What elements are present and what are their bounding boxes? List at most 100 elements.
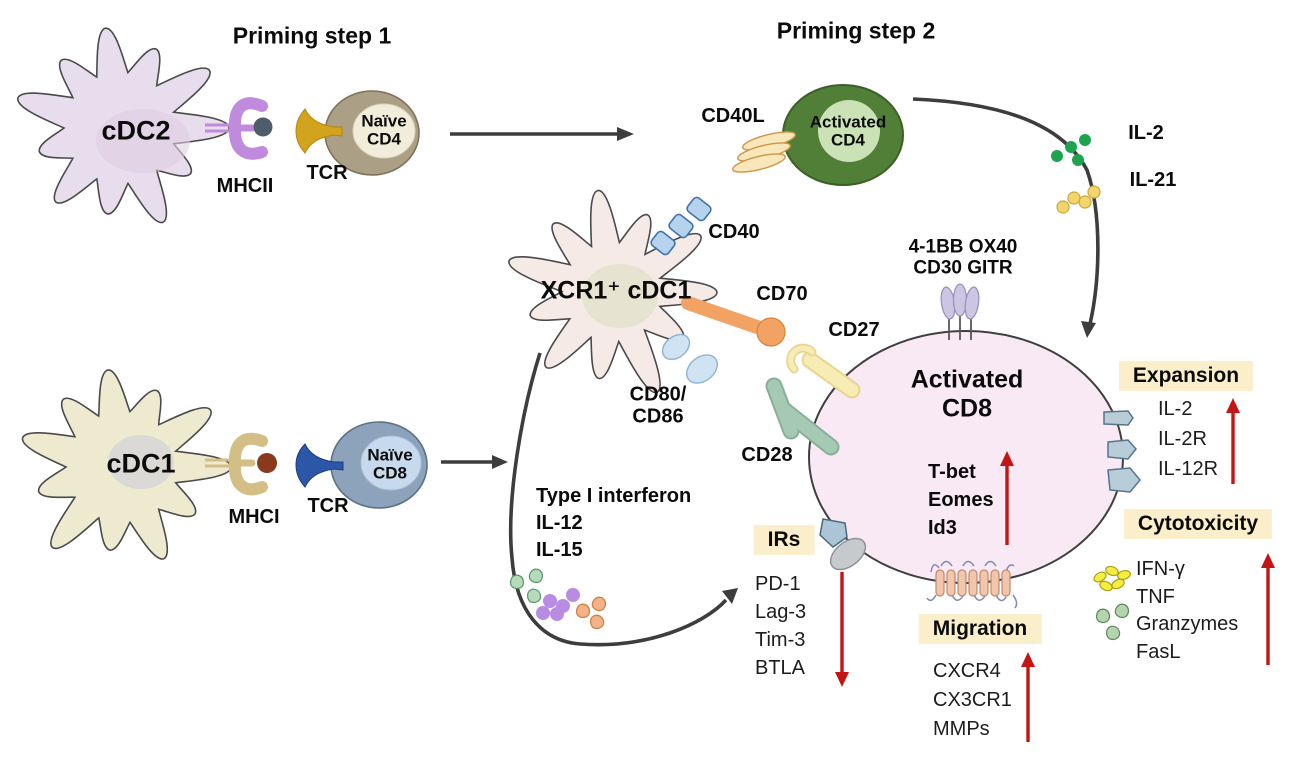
priming-step1-title: Priming step 1 (232, 22, 392, 49)
tcr-cd8-label: TCR (307, 495, 349, 518)
cd70-label: CD70 (756, 283, 808, 306)
cdc1-label: cDC1 (106, 448, 176, 479)
cytotoxicity-item: TNF (1136, 585, 1175, 608)
priming-step2-title: Priming step 2 (776, 17, 936, 44)
activated-cd4-line2: CD4 (830, 131, 865, 150)
dc-cytokine-line1: Type I interferon (536, 485, 692, 507)
migration-item: MMPs (933, 718, 990, 740)
naive-cd8-line2: CD8 (372, 464, 407, 483)
cd70-molecule (681, 296, 786, 347)
dc-cytokine-dots (509, 566, 609, 631)
il2-dots (1051, 134, 1091, 166)
dc-cytokine-line3: IL-15 (536, 539, 583, 561)
cytotoxicity-panel-title: Cytotoxicity (1123, 509, 1273, 539)
antigen-peptide-cd4 (253, 117, 273, 137)
cd40l-molecule (732, 131, 796, 173)
activated-cd4-line1: Activated (809, 112, 887, 132)
xcr1-nucleus (582, 264, 658, 328)
irs-item: BTLA (755, 657, 806, 679)
tf-eomes: Eomes (928, 489, 994, 511)
cd27-molecule (786, 343, 861, 399)
arrow-naive-cd4-to-step2 (450, 127, 634, 141)
migration-item-list: CXCR4 CX3CR1 MMPs (933, 657, 1012, 744)
expansion-item: IL-2R (1158, 428, 1207, 450)
cd40-molecule (650, 196, 712, 256)
naive-cd4-nucleus (352, 103, 416, 159)
activated-cd4-label: Activated CD4 (809, 112, 887, 151)
mhcii-molecule (205, 97, 268, 160)
tf-up-arrow (1000, 451, 1014, 545)
costim-line1: 4-1BB OX40 (908, 236, 1018, 258)
cdc2-label: cDC2 (101, 115, 171, 146)
expansion-up-arrow (1226, 398, 1240, 484)
naive-cd8-label: Naïve CD8 (367, 445, 413, 484)
naive-cd4-line1: Naïve (361, 111, 407, 131)
expansion-item: IL-2 (1158, 398, 1193, 420)
costim-label: 4-1BB OX40 CD30 GITR (909, 237, 1018, 278)
activated-cd8-line1: Activated (910, 365, 1024, 394)
cytotoxicity-molecule-dots (1093, 565, 1132, 642)
transcription-factor-list: T-bet Eomes Id3 (928, 458, 994, 542)
tf-tbet: T-bet (928, 461, 976, 483)
irs-item: Lag-3 (755, 601, 807, 623)
migration-up-arrow (1021, 652, 1035, 742)
cytotoxicity-item: FasL (1136, 640, 1181, 663)
irs-item-list: PD-1 Lag-3 Tim-3 BTLA (755, 570, 806, 682)
cd80-cd86-molecule (661, 333, 718, 384)
cd80-cd86-label: CD80/ CD86 (630, 384, 687, 427)
migration-item: CX3CR1 (933, 689, 1012, 711)
cytotoxicity-item: Granzymes (1136, 613, 1239, 635)
cdc2-cell (17, 27, 231, 224)
tcr-cd4-label: TCR (306, 162, 348, 185)
expansion-item: IL-12R (1158, 458, 1219, 480)
irs-receptors (819, 518, 867, 571)
arrow-dc-cytokines-to-cd8 (508, 352, 738, 647)
activated-cd4-nucleus (818, 100, 880, 162)
expansion-panel-title: Expansion (1118, 361, 1254, 391)
cytotoxicity-item-list: IFN-γ TNF Granzymes FasL (1136, 556, 1238, 666)
tcr-cd8-molecule (295, 443, 344, 488)
tf-id3: Id3 (928, 517, 957, 539)
activated-cd8-label: Activated CD8 (911, 365, 1024, 423)
costim-receptor (940, 283, 980, 340)
cd28-label: CD28 (741, 444, 793, 467)
il-receptors (1103, 410, 1141, 493)
arrow-naive-cd8-to-cdc1 (441, 455, 508, 469)
irs-down-arrow (835, 572, 849, 687)
naive-cd8-line1: Naïve (367, 445, 413, 465)
mhci-label: MHCI (228, 506, 280, 529)
dc-cytokine-line2: IL-12 (536, 512, 583, 534)
naive-cd8-nucleus (360, 435, 422, 491)
naive-cd4-line2: CD4 (366, 130, 401, 149)
irs-panel-title: IRs (753, 525, 815, 555)
xcr1-cdc1-cell (508, 189, 718, 394)
costim-line2: CD30 GITR (913, 257, 1013, 278)
expansion-item-list: IL-2 IL-2R IL-12R (1158, 394, 1218, 484)
cd80-line: CD80/ (629, 383, 687, 406)
irs-item: PD-1 (755, 573, 801, 595)
activated-cd8-line2: CD8 (941, 394, 993, 422)
xcr1-cdc1-label: XCR1⁺ cDC1 (540, 276, 692, 305)
cd40-label: CD40 (708, 221, 760, 244)
arrow-cd4-help-to-cd8 (912, 97, 1100, 338)
cd40l-label: CD40L (701, 105, 765, 128)
dc-cytokine-list: Type I interferon IL-12 IL-15 (536, 483, 691, 564)
cytotoxicity-item: IFN-γ (1136, 558, 1185, 580)
cd28-molecule (765, 377, 840, 456)
migration-item: CXCR4 (933, 660, 1001, 682)
cdc1-nucleus (108, 435, 174, 489)
migration-panel-title: Migration (918, 614, 1042, 644)
naive-cd4-label: Naïve CD4 (361, 111, 407, 150)
cdc2-nucleus (96, 109, 190, 173)
il2-label: IL-2 (1128, 122, 1164, 145)
il21-dots (1056, 185, 1101, 214)
tcr-cd4-molecule (295, 108, 343, 154)
chemokine-receptor (926, 560, 1018, 609)
il21-label: IL-21 (1129, 169, 1177, 192)
antigen-peptide-cd8 (257, 453, 277, 473)
cytotoxicity-up-arrow (1261, 553, 1275, 665)
mhcii-label: MHCII (216, 175, 274, 198)
cd27-label: CD27 (828, 319, 880, 342)
